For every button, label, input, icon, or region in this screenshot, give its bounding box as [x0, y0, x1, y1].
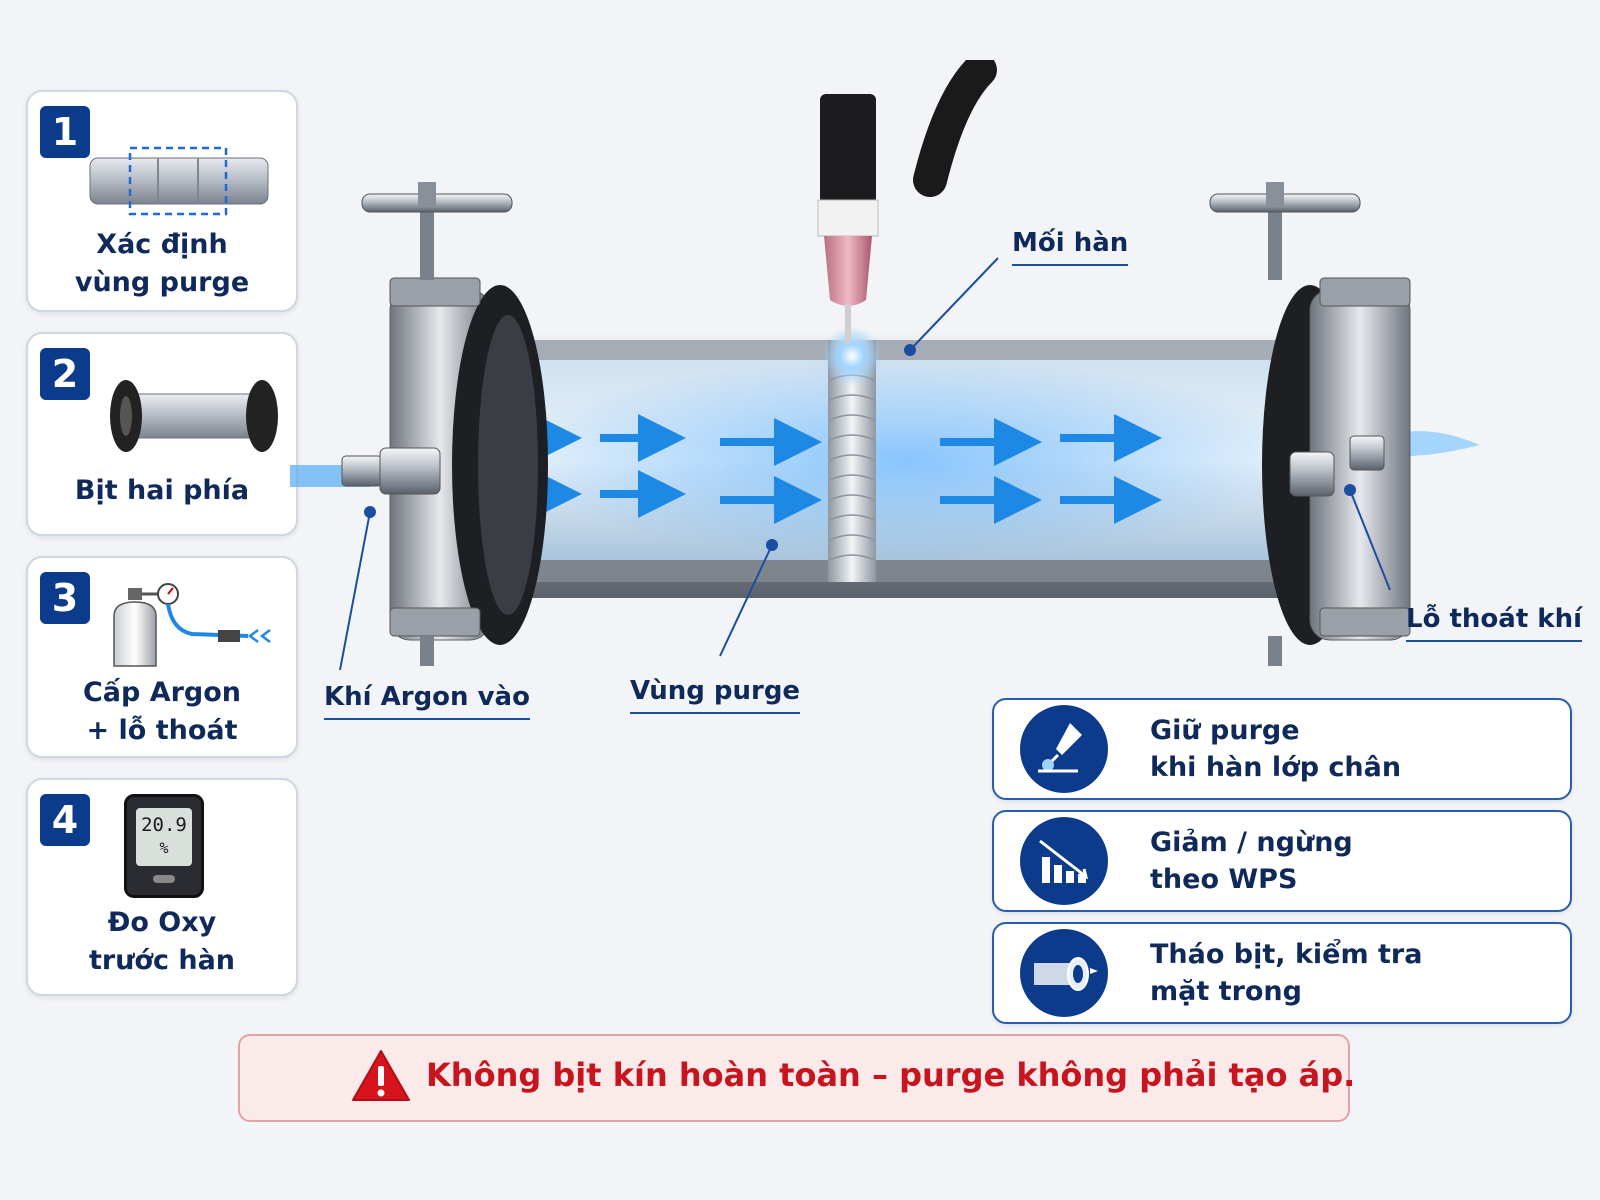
torch-icon	[1020, 705, 1108, 793]
step-card-3: 3 Cấp Argon + lỗ thoát	[26, 556, 298, 758]
step-card-4: 4 20.9 % Đo Oxy trước hàn	[26, 778, 298, 996]
purge-pipe-diagram	[290, 60, 1480, 671]
step-label-line2: trước hàn	[88, 945, 236, 976]
warning-triangle-icon	[352, 1050, 410, 1101]
step-label-line1: Đo Oxy	[107, 907, 217, 938]
weld-arc-spark	[822, 326, 882, 386]
tig-torch	[817, 94, 879, 344]
pipe-zone-icon	[89, 146, 269, 216]
step-card-2: 2 Bịt hai phía	[26, 332, 298, 536]
right-end-cap-clamp	[1209, 182, 1411, 666]
step-label-line1: Bịt hai phía	[74, 475, 250, 506]
info-line1: Giữ purge	[1150, 715, 1300, 746]
step-number: 1	[40, 106, 90, 158]
step-label-line1: Xác định	[96, 229, 228, 260]
callout-weld: Mối hàn	[1012, 228, 1129, 266]
capped-pipe-icon	[110, 380, 278, 452]
info-card-3: Tháo bịt, kiểm tra mặt trong	[992, 922, 1572, 1024]
callout-gas-exit: Lỗ thoát khí	[1406, 604, 1583, 642]
pipe-inspect-icon	[1020, 929, 1108, 1017]
torch-cable	[913, 60, 997, 197]
decreasing-chart-icon	[1020, 817, 1108, 905]
warning-text: Không bịt kín hoàn toàn – purge không ph…	[426, 1056, 1356, 1094]
left-end-cap-clamp	[341, 182, 548, 666]
meter-unit: %	[159, 839, 169, 857]
step-label-line1: Cấp Argon	[82, 677, 242, 708]
info-card-1: Giữ purge khi hàn lớp chân	[992, 698, 1572, 800]
callout-pointers	[339, 257, 1391, 671]
step-number: 3	[40, 572, 90, 624]
info-card-2: Giảm / ngừng theo WPS	[992, 810, 1572, 912]
info-line2: khi hàn lớp chân	[1150, 752, 1402, 783]
callout-argon-in: Khí Argon vào	[324, 682, 530, 720]
oxygen-meter-icon: 20.9 %	[124, 794, 204, 898]
meter-reading: 20.9	[141, 814, 187, 836]
step-label-line2: vùng purge	[74, 267, 250, 298]
step-card-1: 1 Xác định vùng purge	[26, 90, 298, 312]
step-number: 2	[40, 348, 90, 400]
argon-cylinder-icon	[113, 583, 271, 667]
info-line1: Tháo bịt, kiểm tra	[1150, 939, 1423, 970]
step-number: 4	[40, 794, 90, 846]
step-label-line2: + lỗ thoát	[86, 715, 238, 746]
info-line2: mặt trong	[1150, 976, 1302, 1007]
info-line1: Giảm / ngừng	[1150, 827, 1353, 858]
callout-purge-zone: Vùng purge	[630, 676, 801, 714]
warning-banner: Không bịt kín hoàn toàn – purge không ph…	[238, 1034, 1355, 1122]
info-line2: theo WPS	[1150, 864, 1298, 895]
